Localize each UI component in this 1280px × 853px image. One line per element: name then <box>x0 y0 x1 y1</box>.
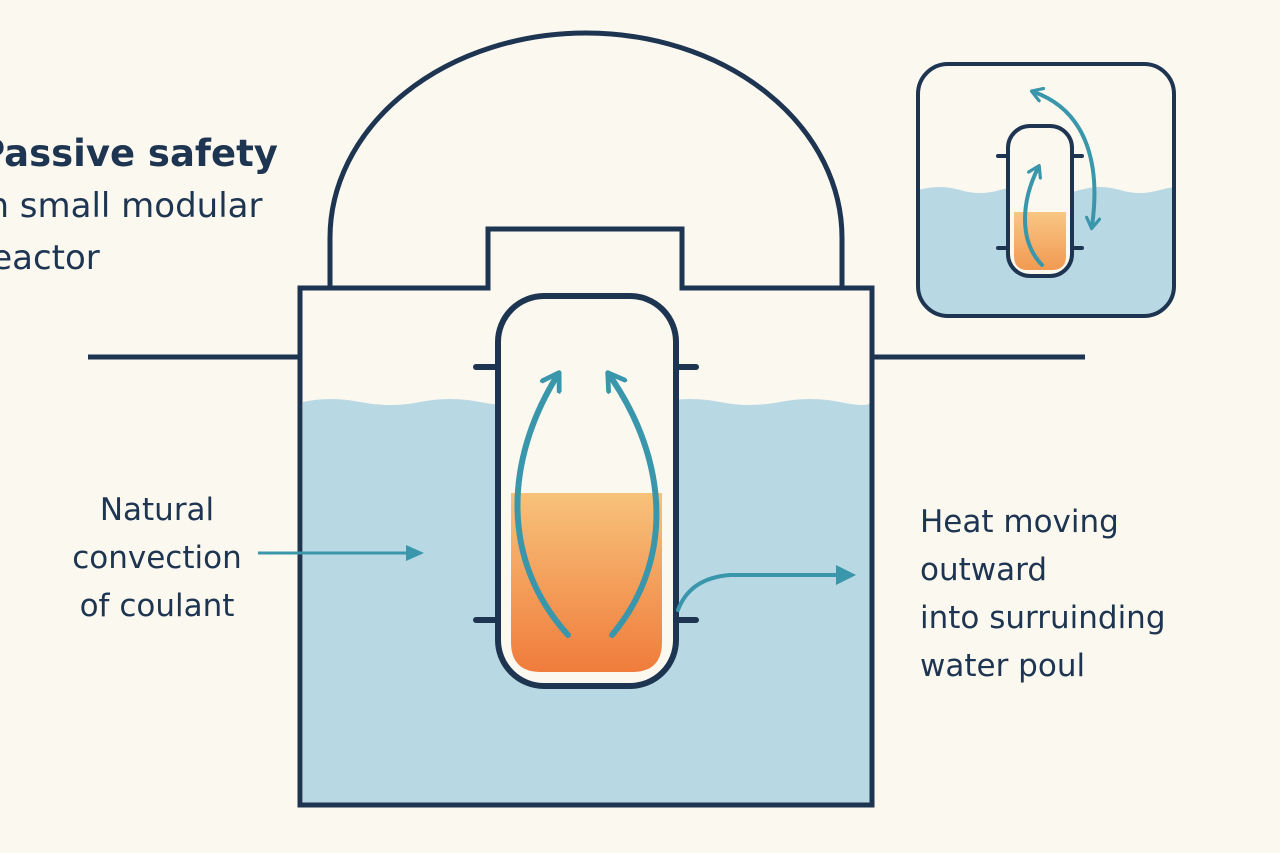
inset-reactor-icon <box>916 62 1176 318</box>
convection-arrow-right <box>610 376 660 638</box>
title-bold: Passive safety <box>0 132 278 175</box>
right-label-line-3: into surruinding <box>920 600 1166 636</box>
reactor-building-outline <box>297 226 875 808</box>
left-label-line-2: convection <box>72 540 242 576</box>
heat-outward-arrow <box>676 565 856 612</box>
right-label-line-1: Heat moving <box>920 504 1119 540</box>
reactor-core <box>511 493 662 672</box>
convection-pointer-head <box>406 545 424 561</box>
right-label-line-2: outward <box>920 552 1047 588</box>
reactor-vessel-icon <box>473 293 699 689</box>
left-label-line-3: of coulant <box>79 588 235 624</box>
title-line-1: in small modular <box>0 186 263 226</box>
convection-arrow-left <box>514 376 571 638</box>
right-label-line-4: water poul <box>920 648 1086 684</box>
containment-dome-icon <box>327 30 845 286</box>
left-label-line-1: Natural <box>99 492 215 528</box>
natural-convection-label: Natural convection of coulant <box>62 486 252 630</box>
heat-outward-label: Heat moving outward into surruinding wat… <box>920 498 1240 690</box>
